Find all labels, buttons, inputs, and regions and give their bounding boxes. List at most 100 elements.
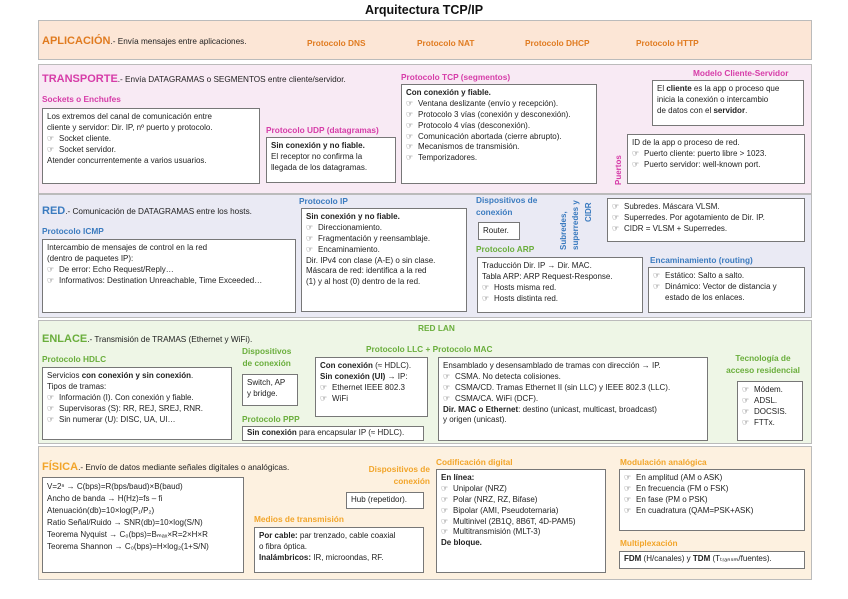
llc-mac-item: WiFi: [320, 394, 423, 405]
arp-label: Protocolo ARP: [476, 244, 535, 254]
ip-label: Protocolo IP: [299, 196, 348, 206]
mac-frames-box: Ensamblado y desensamblado de tramas con…: [438, 357, 708, 441]
ppp-label: Protocolo PPP: [242, 414, 300, 424]
arp-box: Traducción Dir. IP → Dir. MAC. Tabla ARP…: [477, 257, 643, 313]
media-box: Por cable: par trenzado, cable coaxial o…: [254, 527, 424, 573]
access-item: FTTx.: [742, 418, 798, 429]
formula: V=2ⁿ → C(bps)=R(bps/baud)×B(baud): [47, 482, 183, 491]
mac-frames-item: CSMA. No detecta colisiones.: [443, 372, 703, 383]
application-layer-desc: .- Envía mensajes entre aplicaciones.: [110, 37, 247, 46]
arp-item: Hosts misma red.: [482, 283, 638, 294]
transport-layer: TRANSPORTE.- Envía DATAGRAMAS o SEGMENTO…: [42, 73, 346, 85]
hub-box: Hub (repetidor).: [346, 492, 424, 509]
digital-coding-item: Bipolar (AMI, Pseudoternaria): [441, 506, 601, 517]
tcp-item: Protocolo 3 vías (conexión y desconexión…: [406, 110, 592, 121]
socket-client-item: Socket cliente.: [47, 134, 255, 145]
formula: Ratio Señal/Ruido → SNR(db)=10×log(S/N): [47, 518, 203, 527]
multiplexing-text: (H/canales) y: [641, 554, 693, 563]
media-bold: Por cable:: [259, 531, 298, 540]
application-layer: APLICACIÓN.- Envía mensajes entre aplica…: [42, 35, 247, 47]
multiplexing-box: FDM (H/canales) y TDM (Tₜᵣₐₙₛₘ/fuentes).: [619, 551, 805, 569]
client-server-text: inicia la conexión o intercambio: [657, 94, 769, 104]
sockets-tail: Atender concurrentemente a varios usuari…: [47, 155, 207, 165]
link-devices-label-line: Dispositivos: [242, 346, 292, 356]
multiplexing-bold: FDM: [624, 554, 642, 563]
physical-layer: FÍSICA.- Envío de datos mediante señales…: [42, 461, 289, 473]
ports-box: ID de la app o proceso de red. Puerto cl…: [627, 134, 805, 184]
subnets-item: Superredes. Por agotamiento de Dir. IP.: [612, 213, 800, 224]
switch-line: y bridge.: [247, 388, 278, 398]
tcp-item: Mecanismos de transmisión.: [406, 142, 592, 153]
mac-frames-text: : destino (unicast, multicast, broadcast…: [518, 404, 657, 414]
routing-item: Dinámico: Vector de distancia y estado d…: [653, 282, 800, 304]
llc-mac-box: Con conexión (≈ HDLC). Sin conexión (UI)…: [315, 357, 428, 417]
ppp-bold: Sin conexión: [247, 428, 297, 437]
digital-coding-item: Multitransmisión (MLT-3): [441, 527, 601, 538]
ip-box: Sin conexión y no fiable. Direccionamien…: [301, 208, 467, 312]
hdlc-item: Información (I). Con conexión y fiable.: [47, 393, 227, 404]
arp-line: Tabla ARP: ARP Request-Response.: [482, 271, 613, 281]
icmp-item: De error: Echo Request/Reply…: [47, 265, 291, 276]
media-text: o fibra óptica.: [259, 541, 308, 551]
formula: Teorema Shannon → C₀(bps)=H×log₂(1+S/N): [47, 542, 209, 551]
icmp-label: Protocolo ICMP: [42, 226, 104, 236]
link-layer: ENLACE.- Transmisión de TRAMAS (Ethernet…: [42, 333, 252, 345]
udp-line: El receptor no confirma la: [271, 151, 363, 161]
mac-frames-item: CSMA/CD. Tramas Ethernet II (sin LLC) y …: [443, 383, 703, 394]
network-devices-label-line: conexión: [476, 207, 513, 218]
llc-mac-text: (≈ HDLC).: [372, 361, 412, 370]
access-box: Módem. ADSL. DOCSIS. FTTx.: [737, 381, 803, 441]
icmp-item: Informativos: Destination Unreachable, T…: [47, 276, 291, 287]
hdlc-box: Servicios con conexión y sin conexión. T…: [42, 367, 232, 440]
ip-head: Sin conexión y no fiable.: [306, 212, 400, 221]
sockets-box: Los extremos del canal de comunicación e…: [42, 108, 260, 184]
digital-coding-item: Multinivel (2B1Q, 8B6T, 4D-PAM5): [441, 517, 601, 528]
formula: Atenuación(db)=10×log(P₁/P₂): [47, 506, 155, 515]
physical-devices-label-line: Dispositivos de: [368, 464, 430, 474]
subnets-label-line: superredes y: [571, 200, 580, 250]
mac-frames-head: Ensamblado y desensamblado de tramas con…: [443, 361, 661, 370]
client-server-label: Modelo Cliente-Servidor: [693, 68, 789, 78]
tcp-label: Protocolo TCP (segmentos): [401, 72, 511, 82]
access-label-line: acceso residencial: [726, 365, 800, 376]
port-item: Puerto cliente: puerto libre > 1023.: [632, 149, 800, 160]
application-layer-title: APLICACIÓN: [42, 35, 111, 47]
hdlc-bold: con conexión y sin conexión: [81, 371, 192, 380]
routing-label: Encaminamiento (routing): [650, 255, 753, 265]
digital-coding-item: Unipolar (NRZ): [441, 484, 601, 495]
client-server-text: El: [657, 84, 667, 93]
udp-box: Sin conexión y no fiable. El receptor no…: [266, 137, 396, 183]
media-text: IR, microondas, RF.: [311, 552, 384, 562]
tcp-item: Temporizadores.: [406, 153, 592, 164]
socket-server-item: Socket servidor.: [47, 145, 255, 156]
client-server-text: es la app o proceso que: [691, 84, 780, 93]
analog-modulation-box: En amplitud (AM o ASK) En frecuencia (FM…: [619, 469, 805, 531]
protocol-dns: Protocolo DNS: [307, 38, 366, 48]
subnets-box: Subredes. Máscara VLSM. Superredes. Por …: [607, 198, 805, 242]
access-label: Tecnología de acceso residencial: [717, 352, 809, 376]
ip-line: Máscara de red: identifica a la red: [306, 266, 427, 276]
analog-modulation-label: Modulación analógica: [620, 457, 707, 467]
access-label-line: Tecnología de: [735, 353, 791, 363]
hdlc-text: Servicios: [47, 371, 82, 380]
arp-item: Hosts distinta red.: [482, 294, 638, 305]
network-layer-desc: .- Comunicación de DATAGRAMAS entre los …: [65, 207, 252, 216]
hdlc-text: Tipos de tramas:: [47, 381, 107, 391]
mac-frames-text: y origen (unicast).: [443, 415, 507, 425]
llc-mac-text: → IP:: [385, 371, 408, 381]
ip-item: Fragmentación y reensamblaje.: [306, 234, 462, 245]
analog-modulation-item: En amplitud (AM o ASK): [624, 473, 800, 484]
formula: Teorema Nyquist → C₀(bps)=Bₘₐₓ×R=2×H×R: [47, 530, 208, 539]
ip-item: Direccionamiento.: [306, 223, 462, 234]
lan-label: RED LAN: [418, 323, 455, 333]
client-server-bold: servidor: [713, 105, 746, 115]
hdlc-label: Protocolo HDLC: [42, 354, 107, 364]
router-box: Router.: [478, 222, 520, 240]
access-item: ADSL.: [742, 396, 798, 407]
hdlc-item: Sin numerar (U): DISC, UA, UI…: [47, 415, 227, 426]
hdlc-item: Supervisoras (S): RR, REJ, SREJ, RNR.: [47, 404, 227, 415]
ip-line: (1) y al host (0) dentro de la red.: [306, 277, 421, 287]
udp-line: llegada de los datagramas.: [271, 162, 368, 172]
